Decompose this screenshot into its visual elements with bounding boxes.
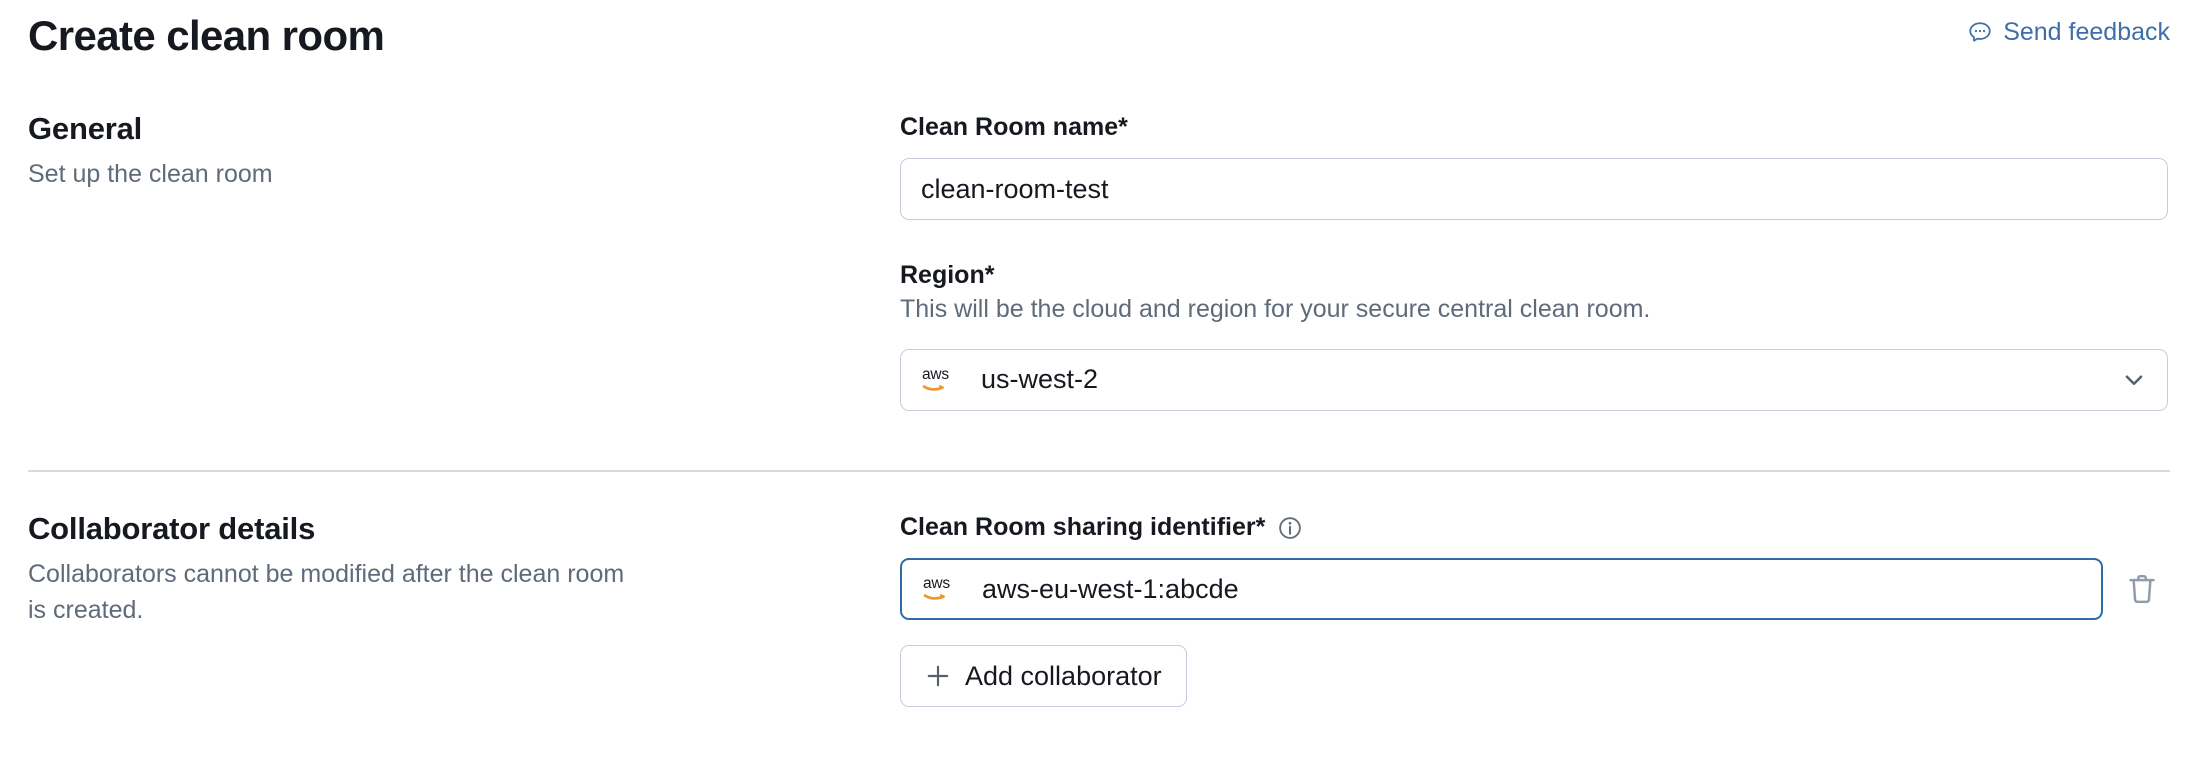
general-section-right: Clean Room name* clean-room-test Region*…	[900, 112, 2168, 411]
add-collaborator-label: Add collaborator	[965, 660, 1162, 691]
page-title: Create clean room	[28, 12, 385, 59]
sharing-identifier-label: Clean Room sharing identifier*	[900, 512, 2168, 542]
collaborator-section-right: Clean Room sharing identifier* aws	[900, 512, 2168, 707]
sharing-identifier-value: aws-eu-west-1:abcde	[982, 573, 1239, 604]
region-label-text: Region*	[900, 261, 995, 289]
region-value: us-west-2	[981, 364, 1099, 395]
delete-collaborator-button[interactable]	[2115, 562, 2168, 616]
svg-text:aws: aws	[923, 575, 950, 592]
trash-icon	[2126, 572, 2158, 606]
region-hint: This will be the cloud and region for yo…	[900, 295, 1651, 323]
clean-room-name-input[interactable]: clean-room-test	[900, 158, 2168, 220]
info-circle-icon[interactable]	[1277, 514, 1303, 540]
sharing-identifier-input[interactable]: aws aws-eu-west-1:abcde	[900, 558, 2104, 620]
collaborator-description: Collaborators cannot be modified after t…	[28, 560, 625, 624]
clean-room-name-label: Clean Room name*	[900, 112, 2168, 142]
general-section-left: General Set up the clean room	[28, 111, 628, 193]
speech-bubble-icon	[1967, 20, 1993, 46]
add-collaborator-button[interactable]: Add collaborator	[900, 645, 1187, 707]
collaborator-section-left: Collaborator details Collaborators canno…	[28, 511, 628, 628]
region-label: Region*	[900, 260, 2168, 290]
section-divider	[28, 470, 2170, 472]
aws-logo-icon: aws	[921, 364, 981, 396]
region-select[interactable]: aws us-west-2	[900, 348, 2168, 411]
clean-room-name-value: clean-room-test	[921, 173, 1109, 204]
collaborator-row: aws aws-eu-west-1:abcde	[900, 558, 2168, 620]
send-feedback-link[interactable]: Send feedback	[1967, 18, 2170, 47]
general-heading: General	[28, 111, 143, 146]
clean-room-name-label-text: Clean Room name*	[900, 113, 1128, 141]
send-feedback-label: Send feedback	[2003, 18, 2170, 46]
general-description: Set up the clean room	[28, 160, 273, 189]
page-header: Create clean room Send feedback	[0, 0, 2198, 78]
svg-text:aws: aws	[922, 366, 949, 383]
collaborator-heading: Collaborator details	[28, 511, 316, 546]
sharing-identifier-label-text: Clean Room sharing identifier*	[900, 513, 1266, 541]
plus-icon	[925, 663, 951, 689]
aws-logo-icon: aws	[922, 573, 982, 605]
